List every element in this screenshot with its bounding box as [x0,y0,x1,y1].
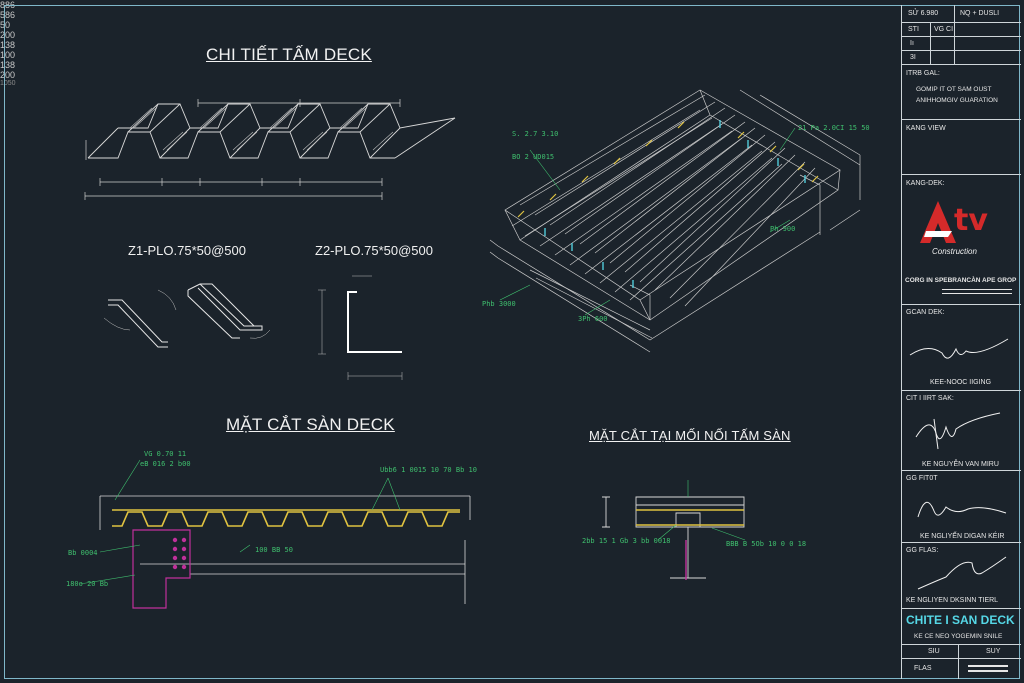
title-block: SỬ 6.980 NQ + DUSLI STI VG CI Iı 3I ITRB… [901,5,1021,679]
section-column [132,529,191,609]
dim-total: 1050 [0,80,16,87]
tb-gg-flas: GG FLAS: [906,547,939,554]
section-label-e: 100 BB 50 [255,546,293,554]
section-label-a: VG 0.70 11 [144,450,187,458]
signature-2-icon [915,412,1001,450]
iso-label-b: BO 2 UD015 [512,153,555,161]
section-label-d: Bb 0004 [68,549,98,557]
tb-sheet-title-section: CHITE I SAN DECK KE CE NEO YOGEMIN SNILE [902,609,1021,645]
tb-ge-label: GG FIT0T [906,475,938,482]
tb-cit-label: CIT I IIRT SAK: [906,395,954,402]
isometric-shear-studs [517,121,819,218]
z2-label: Z2-PLO.75*50@500 [315,243,433,258]
iso-label-e: Phb 3000 [482,300,516,308]
logo-wordmark: tv [954,203,988,238]
isometric-deck-assembly [489,89,861,353]
section-title: MẶT CẮT SÀN DECK [226,415,395,434]
z2-profile [347,291,402,353]
dim-bottom-2: 138 [0,40,16,50]
tb-gcan-dek: GCAN DEK: [906,309,945,316]
tb-signature-1: GCAN DEK: KEE-NOOC IIGING [902,305,1021,391]
section-slab-outline [99,495,471,604]
iso-label-a: S. 2.7 3.10 [512,130,559,138]
signature-1-icon [909,338,1009,359]
tb-signature-2: CIT I IIRT SAK: KE NGUYỄN VAN MIRU [902,391,1021,471]
joint-label-b: BBB B 5Ob 10 0 0 18 [726,540,807,548]
section-label-c: Ubb6 1 0015 10 70 Bb 10 [380,466,477,474]
joint-leaders [657,480,746,541]
dim-bottom-1: 200 [0,30,16,40]
tb-sig3-name: KE NGLIYẾN DIGAN KÉIR [920,533,1005,540]
tb-footer-row-2: FLAS [902,659,1021,679]
deck-detail-title: CHI TIẾT TẤM DECK [206,45,372,64]
tb-r4c1: 3I [910,54,916,61]
drawing-frame [4,5,1020,679]
iso-label-c: 21 Pa 2.0CI 15 50 [798,124,870,132]
tb-logo-section: KANG-DEK: tv Construction CORG IN SPEBRA… [902,175,1021,305]
tb-ttrb-line2: ANIHHOMGIV GUARATION [916,97,998,104]
tb-kang-view: KANG VIEW [906,125,946,132]
tb-company: CORG IN SPEBRANCÀN APE GROP [905,277,1017,284]
section-label-f: 180o 20 Bb [66,580,109,588]
tb-ttrb-label: ITRB GAL: [906,70,940,77]
tb-sheet-subtitle: KE CE NEO YOGEMIN SNILE [914,633,1003,640]
z1-dimension [103,289,271,339]
tb-r1c1: SỬ 6.980 [908,10,939,17]
tb-r2c1: STI [908,26,919,33]
tb-ttrb-line1: GOMIP IT OT SAM OUST [916,86,992,93]
isometric-cyan-markers [544,120,806,288]
company-logo-icon [920,201,956,243]
z1-profile [108,283,263,348]
tb-ttrb-section: ITRB GAL: GOMIP IT OT SAM OUST ANIHHOMGI… [902,65,1021,120]
dim-top-right: 586 [0,10,16,20]
cad-drawing [79,89,861,609]
dim-height: 50 [0,20,11,30]
tb-kang-dek: KANG-DEK: [906,180,945,187]
section-leaders [79,459,401,585]
tb-sig2-name: KE NGUYỄN VAN MIRU [922,461,999,468]
joint-title: MẶT CẮT TẠI MỐI NỐI TẤM SÀN [589,428,791,443]
signature-4-icon [917,556,1007,590]
tb-signature-4: GG FLAS: KE NGLIYEN DKSINN TIERL [902,543,1021,609]
joint-label-a: 2bb 15 1 Gb 3 bb 0018 [582,537,671,545]
deck-dimension-lines [84,99,401,200]
tb-row-2: STI VG CI [902,23,1021,37]
tb-foot-c1: SIU [928,648,940,655]
tb-row-1: SỬ 6.980 NQ + DUSLI [902,5,1021,23]
joint-section [602,496,745,579]
tb-sheet-title: CHITE I SAN DECK [906,613,1015,627]
dim-bottom-5: 200 [0,70,16,80]
joint-deck-lines [636,509,744,526]
tb-r3c1: Iı [910,40,914,47]
tb-sig4-name: KE NGLIYEN DKSINN TIERL [906,597,999,604]
dim-bottom-4: 138 [0,60,16,70]
dim-bottom-3: 100 [0,50,16,60]
logo-subtitle: Construction [932,247,977,256]
tb-row-3: Iı [902,37,1021,51]
deck-section-profile [112,509,460,527]
tb-footer-row-1: SIU SUY [902,645,1021,659]
tb-kang-view-section: KANG VIEW [902,120,1021,175]
z1-label: Z1-PLO.75*50@500 [128,243,246,258]
tb-r2c2: VG CI [934,26,954,33]
deck-plate-isometric [87,103,456,159]
section-bolts [172,537,187,570]
tb-foot-flas: FLAS [914,665,932,672]
iso-label-d: Ph 900 [770,225,796,233]
isometric-leaders [499,127,796,316]
tb-row-4: 3I [902,51,1021,65]
signature-3-icon [917,501,1007,518]
tb-sig1-name: KEE-NOOC IIGING [930,379,992,386]
iso-label-f: 3Ph 600 [578,315,608,323]
tb-foot-c2: SUY [986,648,1001,655]
tb-r1c2: NQ + DUSLI [960,10,1000,17]
tb-signature-3: GG FIT0T KE NGLIYẾN DIGAN KÉIR [902,471,1021,543]
z2-dimension [318,275,403,380]
section-label-b: eB 016 2 b00 [140,460,191,468]
